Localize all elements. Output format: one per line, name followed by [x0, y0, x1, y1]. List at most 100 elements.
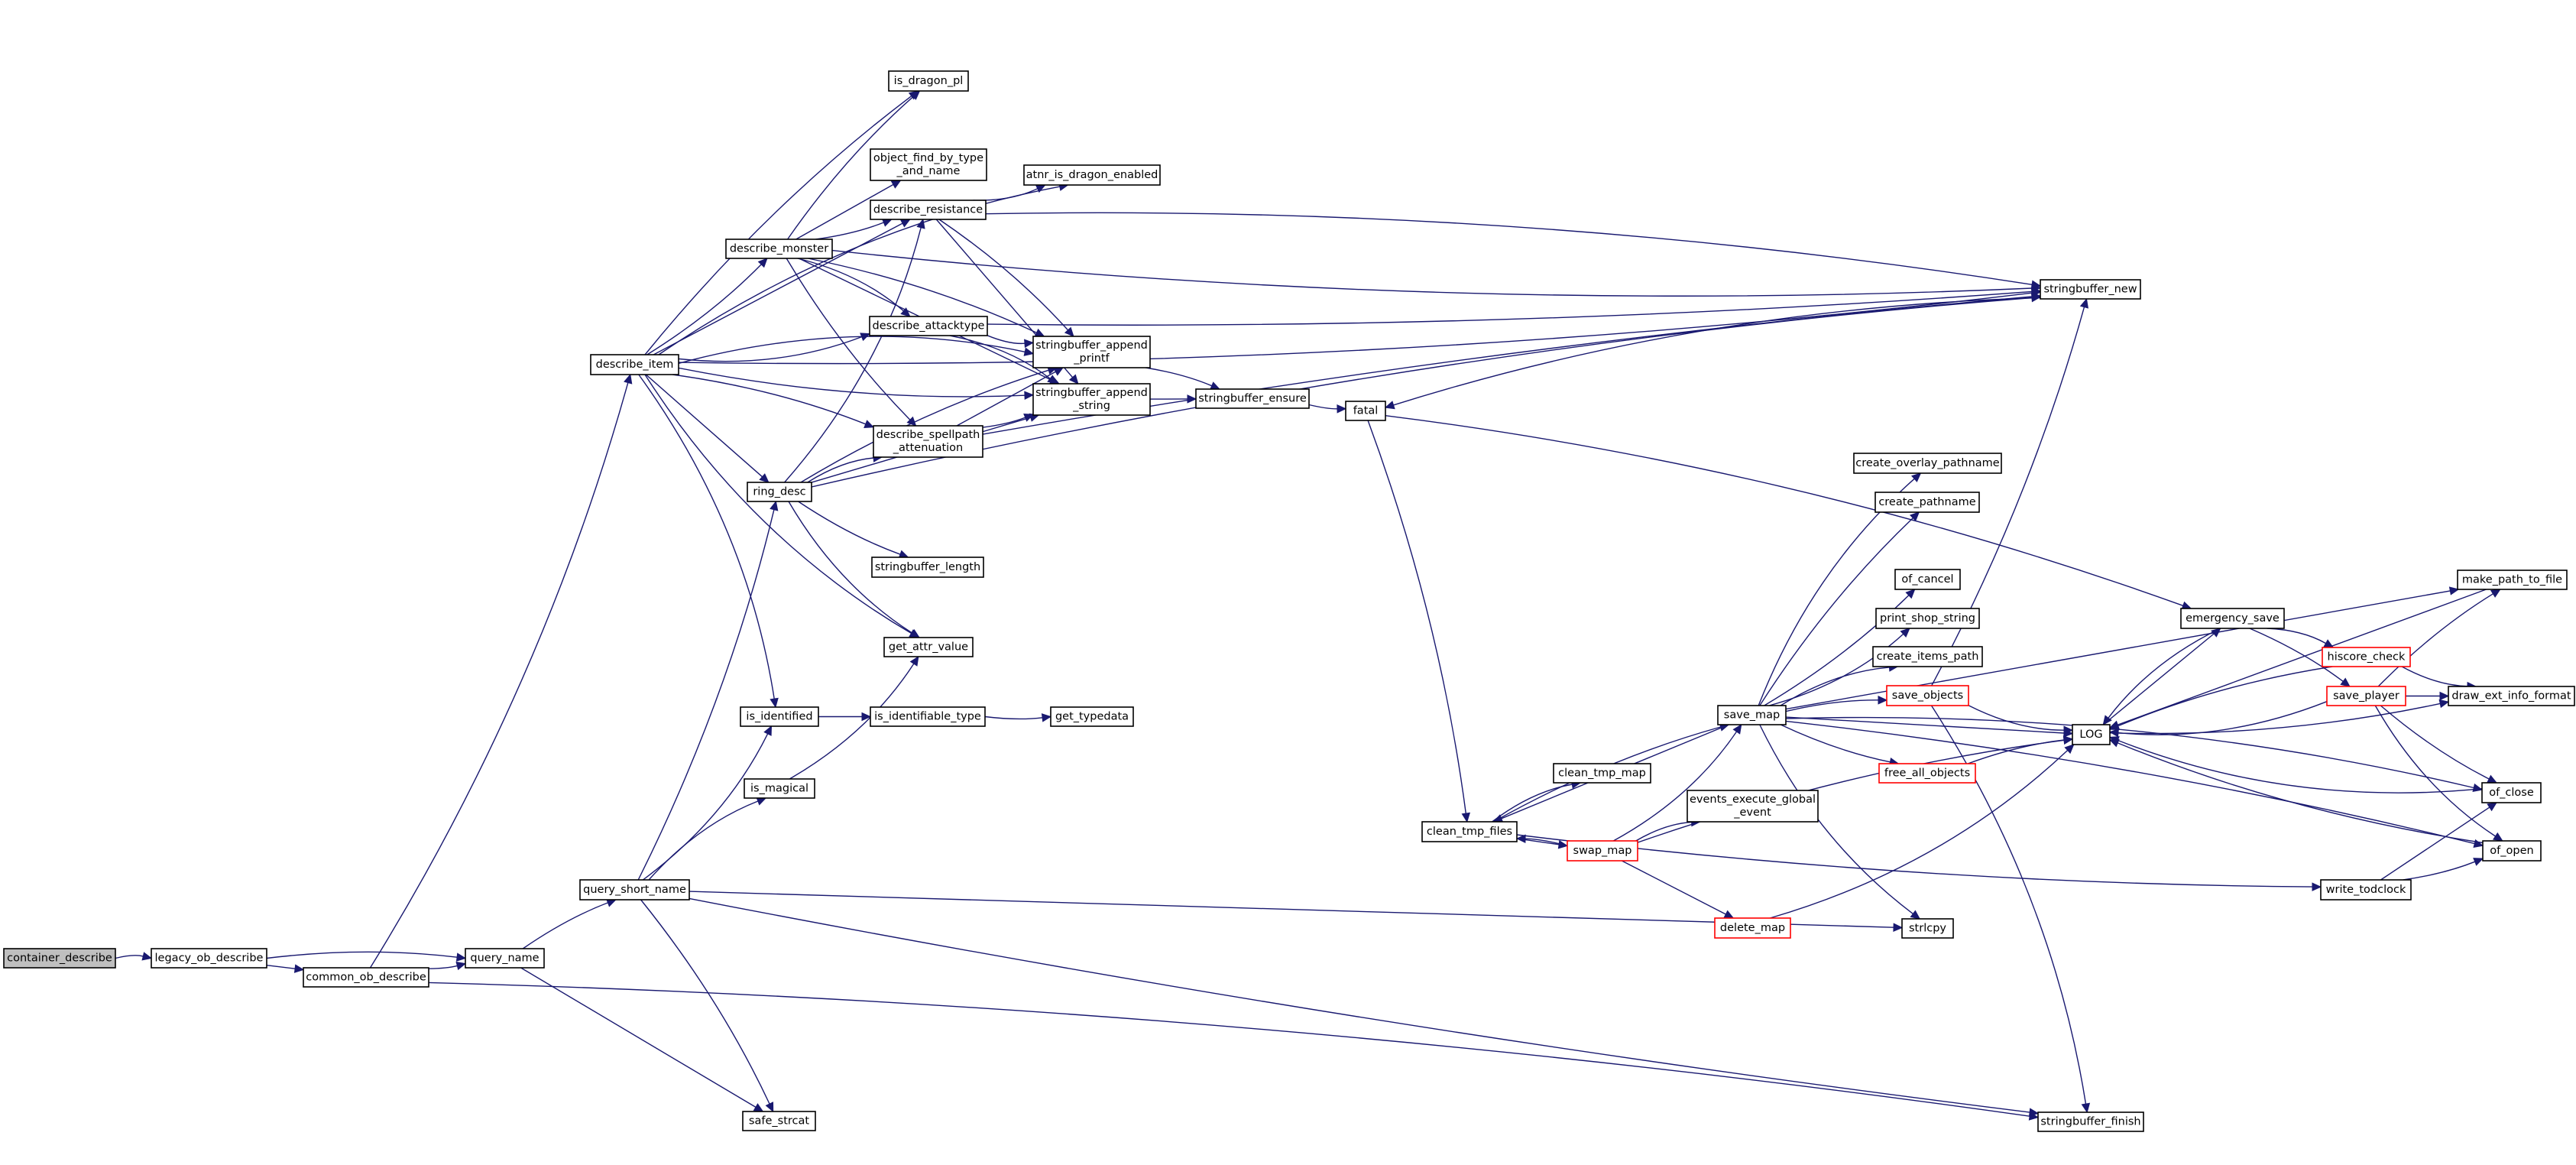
node-box[interactable]	[888, 70, 969, 92]
node-of-cancel[interactable]: of_cancel	[1894, 569, 1961, 590]
node-box[interactable]	[1553, 763, 1651, 784]
node-query-short-name[interactable]: query_short_name	[579, 879, 690, 901]
node-box[interactable]	[3, 948, 116, 969]
node-stringbuffer-new[interactable]: stringbuffer_new	[2040, 279, 2141, 300]
node-write-todclock[interactable]: write_todclock	[2320, 879, 2412, 901]
node-box[interactable]	[871, 557, 984, 578]
node-box[interactable]	[1894, 569, 1961, 590]
node-box[interactable]	[1345, 401, 1386, 421]
node-get-typedata[interactable]: get_typedata	[1050, 706, 1134, 727]
node-box[interactable]	[2040, 279, 2141, 300]
node-box[interactable]	[303, 967, 429, 988]
node-safe-strcat[interactable]: safe_strcat	[742, 1111, 816, 1131]
node-is-magical[interactable]: is_magical	[744, 778, 815, 799]
node-describe-attacktype[interactable]: describe_attacktype	[869, 316, 988, 336]
node-box[interactable]	[883, 637, 974, 657]
node-of-open[interactable]: of_open	[2482, 840, 2542, 862]
node-draw-ext-info-format[interactable]: draw_ext_info_format	[2448, 686, 2575, 706]
node-box[interactable]	[2482, 840, 2542, 862]
node-box[interactable]	[873, 425, 983, 458]
node-box[interactable]	[2320, 879, 2412, 901]
node-common-ob-describe[interactable]: common_ob_describe	[303, 967, 429, 988]
node-box[interactable]	[2481, 782, 2542, 803]
node-stringbuffer-append-string[interactable]: stringbuffer_append_string	[1032, 383, 1151, 416]
node-stringbuffer-ensure[interactable]: stringbuffer_ensure	[1195, 388, 1310, 409]
node-clean-tmp-map[interactable]: clean_tmp_map	[1553, 763, 1651, 784]
node-query-name[interactable]: query_name	[465, 948, 545, 969]
node-box[interactable]	[1872, 646, 1983, 667]
node-box[interactable]	[1567, 840, 1638, 862]
node-is-identified[interactable]: is_identified	[740, 706, 819, 727]
node-box[interactable]	[742, 1111, 816, 1131]
node-box[interactable]	[1853, 453, 2002, 474]
node-box[interactable]	[2180, 608, 2285, 629]
node-strlcpy[interactable]: strlcpy	[1901, 918, 1954, 939]
node-box[interactable]	[1050, 706, 1134, 727]
node-box[interactable]	[1886, 685, 1969, 706]
node-ring-desc[interactable]: ring_desc	[747, 482, 812, 502]
node-describe-item[interactable]: describe_item	[590, 354, 679, 375]
node-free-all-objects[interactable]: free_all_objects	[1878, 763, 1976, 784]
node-box[interactable]	[2448, 686, 2575, 706]
node-box[interactable]	[744, 778, 815, 799]
node-swap-map[interactable]: swap_map	[1567, 840, 1638, 862]
node-save-objects[interactable]: save_objects	[1886, 685, 1969, 706]
node-box[interactable]	[590, 354, 679, 375]
node-describe-spellpath-attenuation[interactable]: describe_spellpath_attenuation	[873, 425, 983, 458]
node-clean-tmp-files[interactable]: clean_tmp_files	[1421, 821, 1518, 842]
node-box[interactable]	[2037, 1111, 2144, 1132]
node-create-pathname[interactable]: create_pathname	[1874, 492, 1980, 513]
node-object-find-by-type-and-name[interactable]: object_find_by_type_and_name	[870, 148, 987, 181]
node-box[interactable]	[740, 706, 819, 727]
node-save-map[interactable]: save_map	[1717, 705, 1787, 725]
node-create-items-path[interactable]: create_items_path	[1872, 646, 1983, 667]
node-box[interactable]	[1714, 917, 1791, 939]
node-box[interactable]	[725, 239, 833, 259]
node-log[interactable]: LOG	[2072, 724, 2111, 745]
node-box[interactable]	[1874, 492, 1980, 513]
node-box[interactable]	[2326, 686, 2406, 706]
node-describe-monster[interactable]: describe_monster	[725, 239, 833, 259]
node-box[interactable]	[1032, 383, 1151, 416]
node-hiscore-check[interactable]: hiscore_check	[2322, 647, 2411, 667]
node-is-identifiable-type[interactable]: is_identifiable_type	[870, 706, 986, 727]
node-box[interactable]	[870, 148, 987, 181]
node-box[interactable]	[1195, 388, 1310, 409]
node-box[interactable]	[1023, 164, 1161, 186]
node-box[interactable]	[465, 948, 545, 969]
node-box[interactable]	[869, 316, 988, 336]
node-stringbuffer-finish[interactable]: stringbuffer_finish	[2037, 1111, 2144, 1132]
node-box[interactable]	[1717, 705, 1787, 725]
node-box[interactable]	[2457, 570, 2568, 590]
node-legacy-ob-describe[interactable]: legacy_ob_describe	[151, 948, 267, 969]
node-box[interactable]	[1687, 790, 1819, 823]
node-container-describe[interactable]: container_describe	[3, 948, 116, 969]
node-box[interactable]	[1421, 821, 1518, 842]
node-save-player[interactable]: save_player	[2326, 686, 2406, 706]
node-stringbuffer-length[interactable]: stringbuffer_length	[871, 557, 984, 578]
node-box[interactable]	[1901, 918, 1954, 939]
node-emergency-save[interactable]: emergency_save	[2180, 608, 2285, 629]
node-box[interactable]	[1032, 336, 1151, 368]
node-atnr-is-dragon-enabled[interactable]: atnr_is_dragon_enabled	[1023, 164, 1161, 186]
node-is-dragon-pl[interactable]: is_dragon_pl	[888, 70, 969, 92]
node-get-attr-value[interactable]: get_attr_value	[883, 637, 974, 657]
node-create-overlay-pathname[interactable]: create_overlay_pathname	[1853, 453, 2002, 474]
node-print-shop-string[interactable]: print_shop_string	[1875, 608, 1980, 629]
node-box[interactable]	[579, 879, 690, 901]
node-box[interactable]	[1878, 763, 1976, 784]
node-box[interactable]	[870, 706, 986, 727]
node-box[interactable]	[151, 948, 267, 969]
node-of-close[interactable]: of_close	[2481, 782, 2542, 803]
node-make-path-to-file[interactable]: make_path_to_file	[2457, 570, 2568, 590]
node-box[interactable]	[2322, 647, 2411, 667]
node-box[interactable]	[2072, 724, 2111, 745]
node-box[interactable]	[870, 200, 987, 220]
node-box[interactable]	[747, 482, 812, 502]
node-describe-resistance[interactable]: describe_resistance	[870, 200, 987, 220]
node-delete-map[interactable]: delete_map	[1714, 917, 1791, 939]
node-events-execute-global-event[interactable]: events_execute_global_event	[1687, 790, 1819, 823]
node-box[interactable]	[1875, 608, 1980, 629]
node-fatal[interactable]: fatal	[1345, 401, 1386, 421]
node-stringbuffer-append-printf[interactable]: stringbuffer_append_printf	[1032, 336, 1151, 368]
